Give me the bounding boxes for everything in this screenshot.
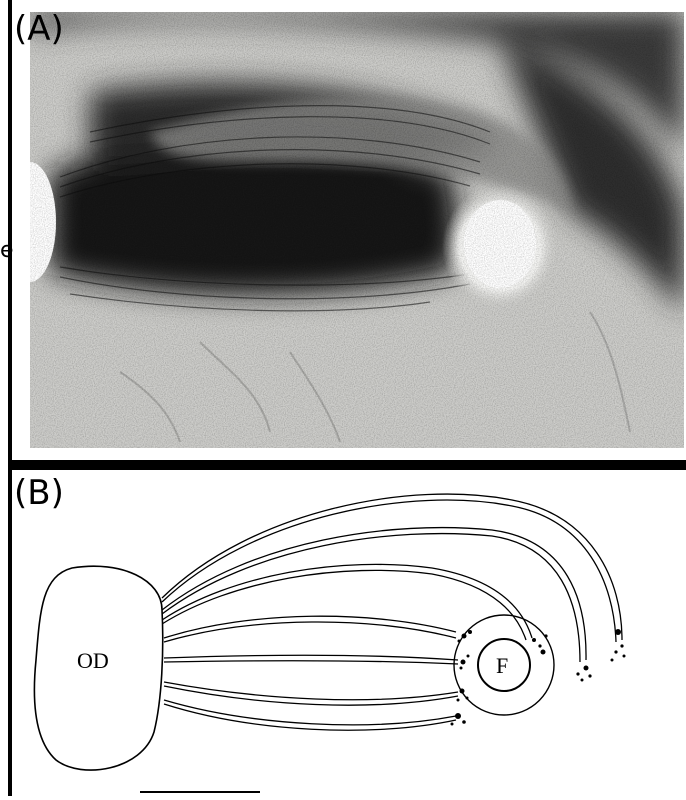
fibre-bundles [162,494,622,730]
fibre-path-diagram: OD F [12,470,686,796]
fibre-endings [451,629,626,726]
panel-a-label: (A) [14,12,64,46]
stray-glyph: e [0,238,14,263]
fovea-label: F [496,653,508,678]
optic-disc-label: OD [77,648,109,673]
panel-b-label: (B) [14,476,64,510]
retina-micrograph [30,12,684,448]
panel-divider-horizontal [8,460,686,470]
